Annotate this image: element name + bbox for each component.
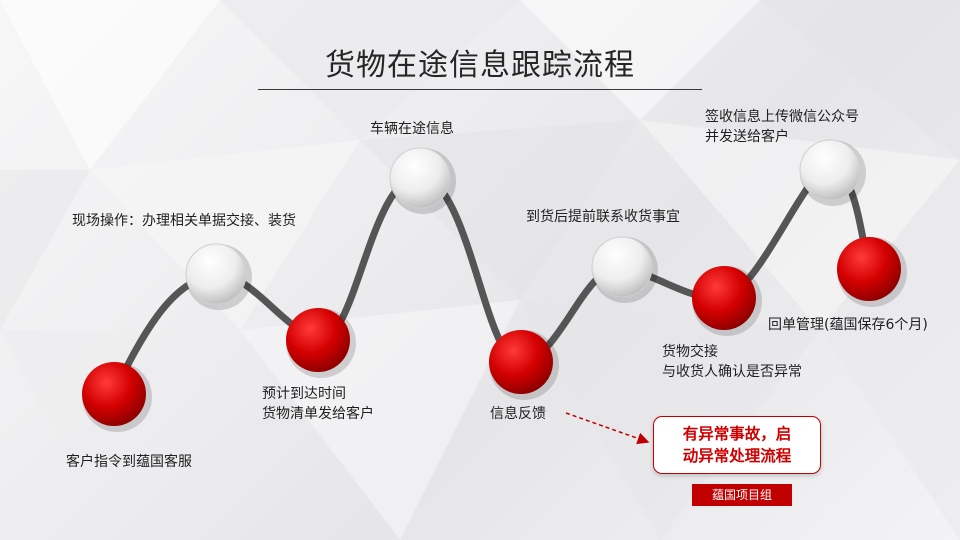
- step-label-4: 车辆在途信息: [370, 121, 454, 137]
- step-label-6: 到货后提前联系收货事宜: [526, 209, 680, 225]
- exception-line-1: 有异常事故，启: [682, 425, 792, 443]
- exception-arrow: [565, 412, 650, 445]
- step-node-6: [591, 236, 658, 303]
- exception-process-box: 有异常事故，启 动异常处理流程: [653, 416, 821, 474]
- page-title: 货物在途信息跟踪流程: [325, 48, 635, 83]
- step-label-2: 现场操作：办理相关单据交接、装货: [72, 213, 296, 229]
- exception-line-2: 动异常处理流程: [682, 447, 792, 465]
- step-node-3: [286, 308, 356, 378]
- step-node-7: [692, 266, 762, 336]
- project-team-tag: 蕴国项目组: [692, 484, 792, 506]
- step-node-5: [489, 330, 559, 400]
- title-underline: [258, 89, 702, 90]
- step-label-5: 信息反馈: [490, 406, 546, 422]
- step-node-1: [82, 362, 152, 432]
- step-label-9: 回单管理(蕴国保存6个月): [768, 317, 928, 333]
- step-label-7: 货物交接 与收货人确认是否异常: [662, 344, 802, 380]
- step-node-2: [185, 243, 252, 310]
- step-node-9: [837, 237, 907, 307]
- step-label-1: 客户指令到蕴国客服: [66, 454, 192, 470]
- step-node-8: [799, 139, 866, 206]
- step-label-8: 签收信息上传微信公众号 并发送给客户: [705, 109, 859, 145]
- step-node-4: [389, 147, 456, 214]
- step-label-3: 预计到达时间 货物清单发给客户: [262, 386, 374, 422]
